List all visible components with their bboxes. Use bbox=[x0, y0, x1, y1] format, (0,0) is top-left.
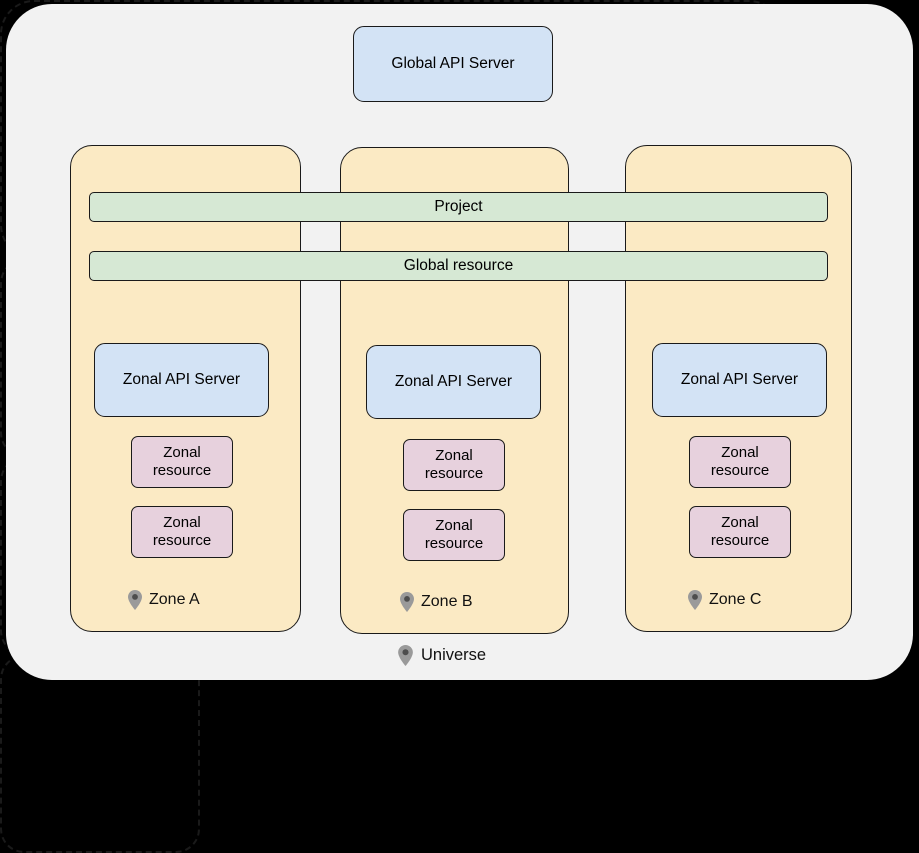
resource-line-1: Zonal bbox=[163, 444, 201, 462]
zone-a-resource-2-text: Zonal resource bbox=[153, 514, 211, 549]
zone-b-resource-1[interactable]: Zonal resource bbox=[403, 439, 505, 491]
resource-line-2: resource bbox=[152, 532, 212, 549]
global-row-global-resource[interactable]: Global resource bbox=[89, 251, 828, 281]
location-pin-icon bbox=[398, 645, 413, 666]
resource-line-2: resource bbox=[152, 462, 212, 479]
zone-b-resource-2-text: Zonal resource bbox=[425, 517, 483, 552]
resource-line-2: resource bbox=[710, 532, 770, 549]
zone-c-resource-2-text: Zonal resource bbox=[711, 514, 769, 549]
global-api-server-box[interactable]: Global API Server bbox=[353, 26, 553, 102]
location-pin-icon bbox=[688, 590, 702, 610]
resource-line-2: resource bbox=[424, 465, 484, 482]
zone-a-resource-2[interactable]: Zonal resource bbox=[131, 506, 233, 558]
zone-a-label-text: Zone A bbox=[149, 591, 200, 608]
resource-line-1: Zonal bbox=[435, 517, 473, 535]
resource-line-1: Zonal bbox=[435, 447, 473, 465]
zone-gap-a-b bbox=[302, 145, 339, 635]
zone-b-label-text: Zone B bbox=[421, 593, 473, 610]
resource-line-2: resource bbox=[424, 535, 484, 552]
zone-a-label: Zone A bbox=[128, 590, 200, 610]
zone-c-resource-2[interactable]: Zonal resource bbox=[689, 506, 791, 558]
zone-c-inner-boundary bbox=[0, 655, 200, 853]
resource-line-1: Zonal bbox=[721, 514, 759, 532]
zone-b-label: Zone B bbox=[400, 592, 473, 612]
resource-line-1: Zonal bbox=[721, 444, 759, 462]
zone-c-api-server[interactable]: Zonal API Server bbox=[652, 343, 827, 417]
zone-a-resource-1[interactable]: Zonal resource bbox=[131, 436, 233, 488]
zone-c-resource-1[interactable]: Zonal resource bbox=[689, 436, 791, 488]
zone-a-api-server[interactable]: Zonal API Server bbox=[94, 343, 269, 417]
global-row-project[interactable]: Project bbox=[89, 192, 828, 222]
resource-line-1: Zonal bbox=[163, 514, 201, 532]
zone-c-label-text: Zone C bbox=[709, 591, 762, 608]
zone-gap-b-c bbox=[570, 145, 624, 635]
zone-c-resource-1-text: Zonal resource bbox=[711, 444, 769, 479]
zone-b-resource-1-text: Zonal resource bbox=[425, 447, 483, 482]
zone-b-resource-2[interactable]: Zonal resource bbox=[403, 509, 505, 561]
zone-c-label: Zone C bbox=[688, 590, 761, 610]
zone-a-resource-1-text: Zonal resource bbox=[153, 444, 211, 479]
resource-line-2: resource bbox=[710, 462, 770, 479]
location-pin-icon bbox=[128, 590, 142, 610]
universe-label: Universe bbox=[398, 645, 486, 666]
zone-b-api-server[interactable]: Zonal API Server bbox=[366, 345, 541, 419]
location-pin-icon bbox=[400, 592, 414, 612]
universe-label-text: Universe bbox=[421, 646, 487, 664]
